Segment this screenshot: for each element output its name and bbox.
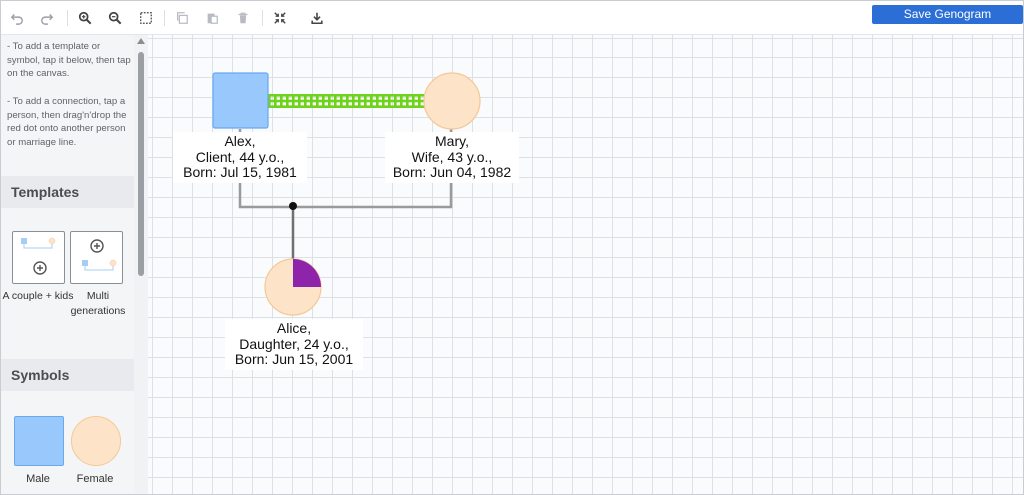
sidebar: - To add a template or symbol, tap it be… <box>1 35 148 494</box>
fit-screen-button[interactable] <box>269 7 291 29</box>
save-genogram-button[interactable]: Save Genogram <box>872 5 1023 24</box>
symbols-header: Symbols <box>1 359 134 391</box>
person-label-alex[interactable]: Alex, Client, 44 y.o., Born: Jul 15, 198… <box>173 132 307 183</box>
fit-screen-icon <box>274 12 286 24</box>
symbol-female[interactable] <box>71 416 121 466</box>
couple-kids-template-icon <box>21 237 56 275</box>
symbol-label-male: Male <box>26 473 50 485</box>
paste-icon <box>207 13 218 24</box>
symbol-label-female: Female <box>76 473 114 485</box>
undo-button[interactable] <box>6 7 28 29</box>
scrollbar-thumb[interactable] <box>138 52 144 276</box>
template-couple-kids[interactable] <box>12 231 65 284</box>
zoom-out-icon <box>108 11 122 25</box>
connector-dot <box>289 202 297 210</box>
select-area-button[interactable] <box>135 7 157 29</box>
download-button[interactable] <box>306 7 328 29</box>
genogram-drawing <box>212 72 481 316</box>
zoom-in-icon <box>78 11 92 25</box>
download-icon <box>311 12 323 25</box>
redo-button[interactable] <box>36 7 58 29</box>
hint-add-template: - To add a template or symbol, tap it be… <box>7 41 131 79</box>
symbol-male[interactable] <box>14 416 64 466</box>
delete-button[interactable] <box>232 7 254 29</box>
template-label-couple-kids: A couple + kids <box>2 290 74 302</box>
multi-generations-template-icon <box>82 239 117 271</box>
sidebar-scrollbar[interactable] <box>134 35 148 494</box>
copy-icon <box>177 12 188 24</box>
scroll-up-arrow-icon[interactable] <box>137 38 145 44</box>
delete-icon <box>238 12 248 24</box>
genogram-canvas[interactable]: Alex, Client, 44 y.o., Born: Jul 15, 198… <box>148 35 1023 494</box>
template-label-multi-generations: Multi generations <box>70 290 126 317</box>
template-multi-generations[interactable] <box>70 231 123 284</box>
condition-quadrant-marker <box>293 259 321 287</box>
redo-icon <box>41 14 54 25</box>
person-label-mary[interactable]: Mary, Wife, 43 y.o., Born: Jun 04, 1982 <box>385 132 519 183</box>
toolbar: Save Genogram <box>1 1 1023 35</box>
person-alex-male-symbol[interactable] <box>212 72 269 129</box>
select-area-icon <box>140 12 152 24</box>
person-label-alice[interactable]: Alice, Daughter, 24 y.o., Born: Jun 15, … <box>225 319 363 370</box>
zoom-out-button[interactable] <box>104 7 126 29</box>
undo-icon <box>10 14 23 25</box>
copy-button[interactable] <box>171 7 193 29</box>
zoom-in-button[interactable] <box>74 7 96 29</box>
templates-header: Templates <box>1 176 134 208</box>
hint-add-connection: - To add a connection, tap a person, the… <box>7 96 127 148</box>
person-mary-female-symbol[interactable] <box>423 72 481 130</box>
marriage-line[interactable] <box>268 94 425 108</box>
paste-button[interactable] <box>201 7 223 29</box>
